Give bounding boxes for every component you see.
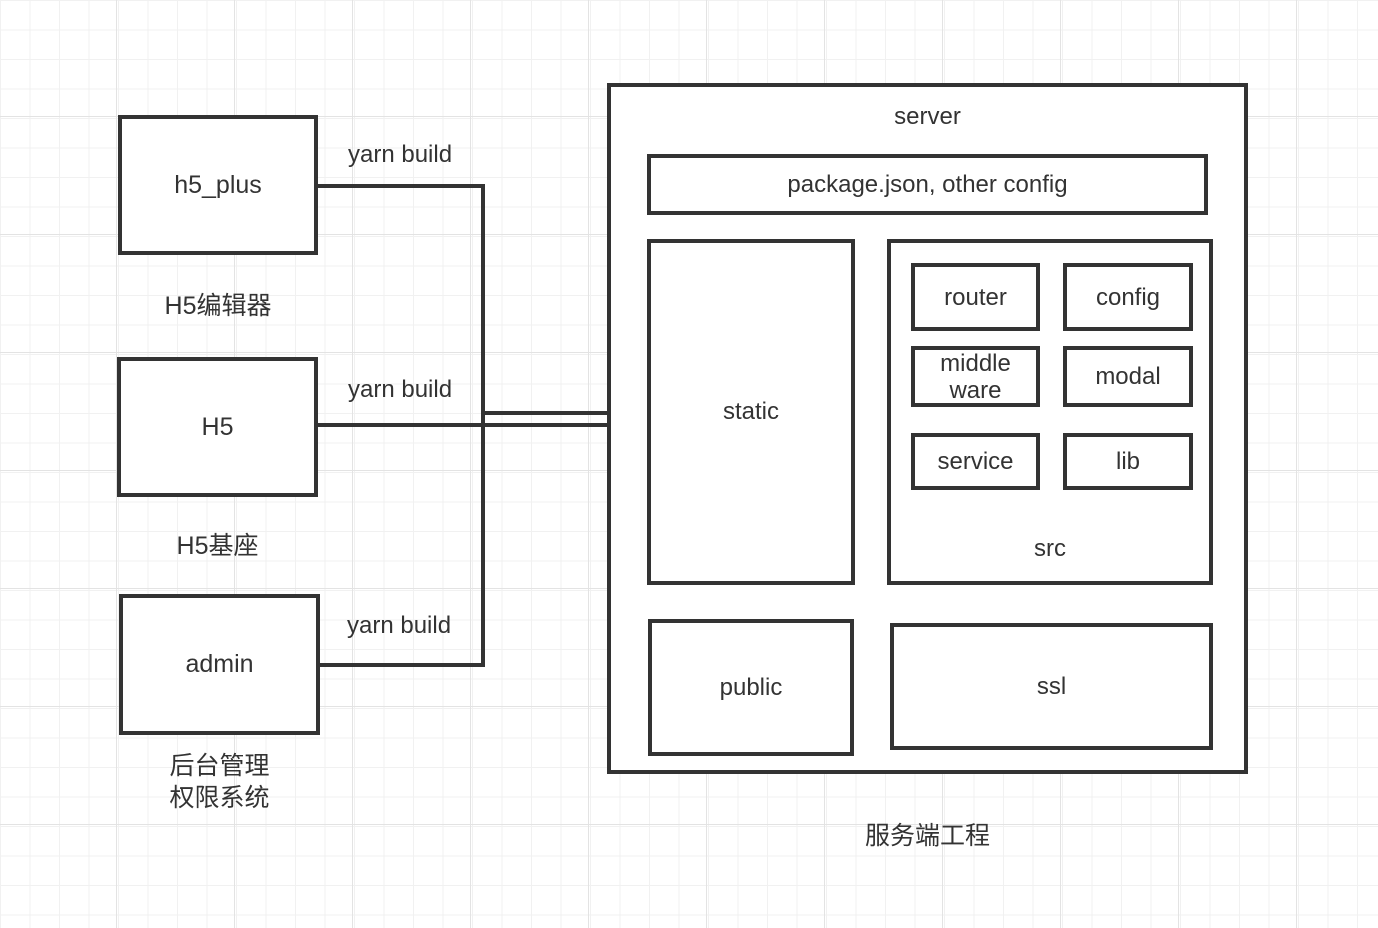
caption-admin: 后台管理 权限系统 bbox=[169, 752, 270, 812]
src-item-router: router bbox=[911, 263, 1040, 331]
node-admin: admin bbox=[119, 594, 320, 735]
src-item-lib: lib bbox=[1063, 433, 1193, 490]
server-container: server package.json, other config static… bbox=[607, 83, 1248, 774]
src-box: router config middle ware modal service … bbox=[887, 239, 1213, 585]
caption-h5-plus: H5编辑器 bbox=[164, 292, 272, 320]
src-label: src bbox=[1034, 535, 1066, 562]
src-item-service: service bbox=[911, 433, 1040, 490]
node-h5-label: H5 bbox=[201, 412, 234, 441]
edge-label-admin-yarn-build: yarn build bbox=[347, 612, 452, 639]
server-caption: 服务端工程 bbox=[864, 822, 990, 850]
ssl-box: ssl bbox=[890, 623, 1213, 750]
connector-trunk-to-static bbox=[483, 411, 622, 415]
public-box: public bbox=[648, 619, 854, 756]
src-item-modal: modal bbox=[1063, 346, 1193, 407]
edge-label-h5-yarn-build: yarn build bbox=[348, 376, 453, 403]
server-title: server bbox=[894, 103, 961, 130]
connector-h5-to-static bbox=[316, 423, 622, 427]
node-h5: H5 bbox=[117, 357, 318, 497]
node-admin-label: admin bbox=[185, 650, 254, 678]
src-item-middleware: middle ware bbox=[911, 346, 1040, 407]
connector-admin-horizontal bbox=[318, 663, 485, 667]
node-h5-plus-label: h5_plus bbox=[174, 170, 262, 199]
config-files-box: package.json, other config bbox=[647, 154, 1208, 215]
caption-h5: H5基座 bbox=[176, 532, 259, 560]
edge-label-h5-plus-yarn-build: yarn build bbox=[348, 141, 453, 168]
node-h5-plus: h5_plus bbox=[118, 115, 318, 255]
connector-h5-plus-horizontal bbox=[316, 184, 485, 188]
src-item-config: config bbox=[1063, 263, 1193, 331]
static-box: static bbox=[647, 239, 855, 585]
